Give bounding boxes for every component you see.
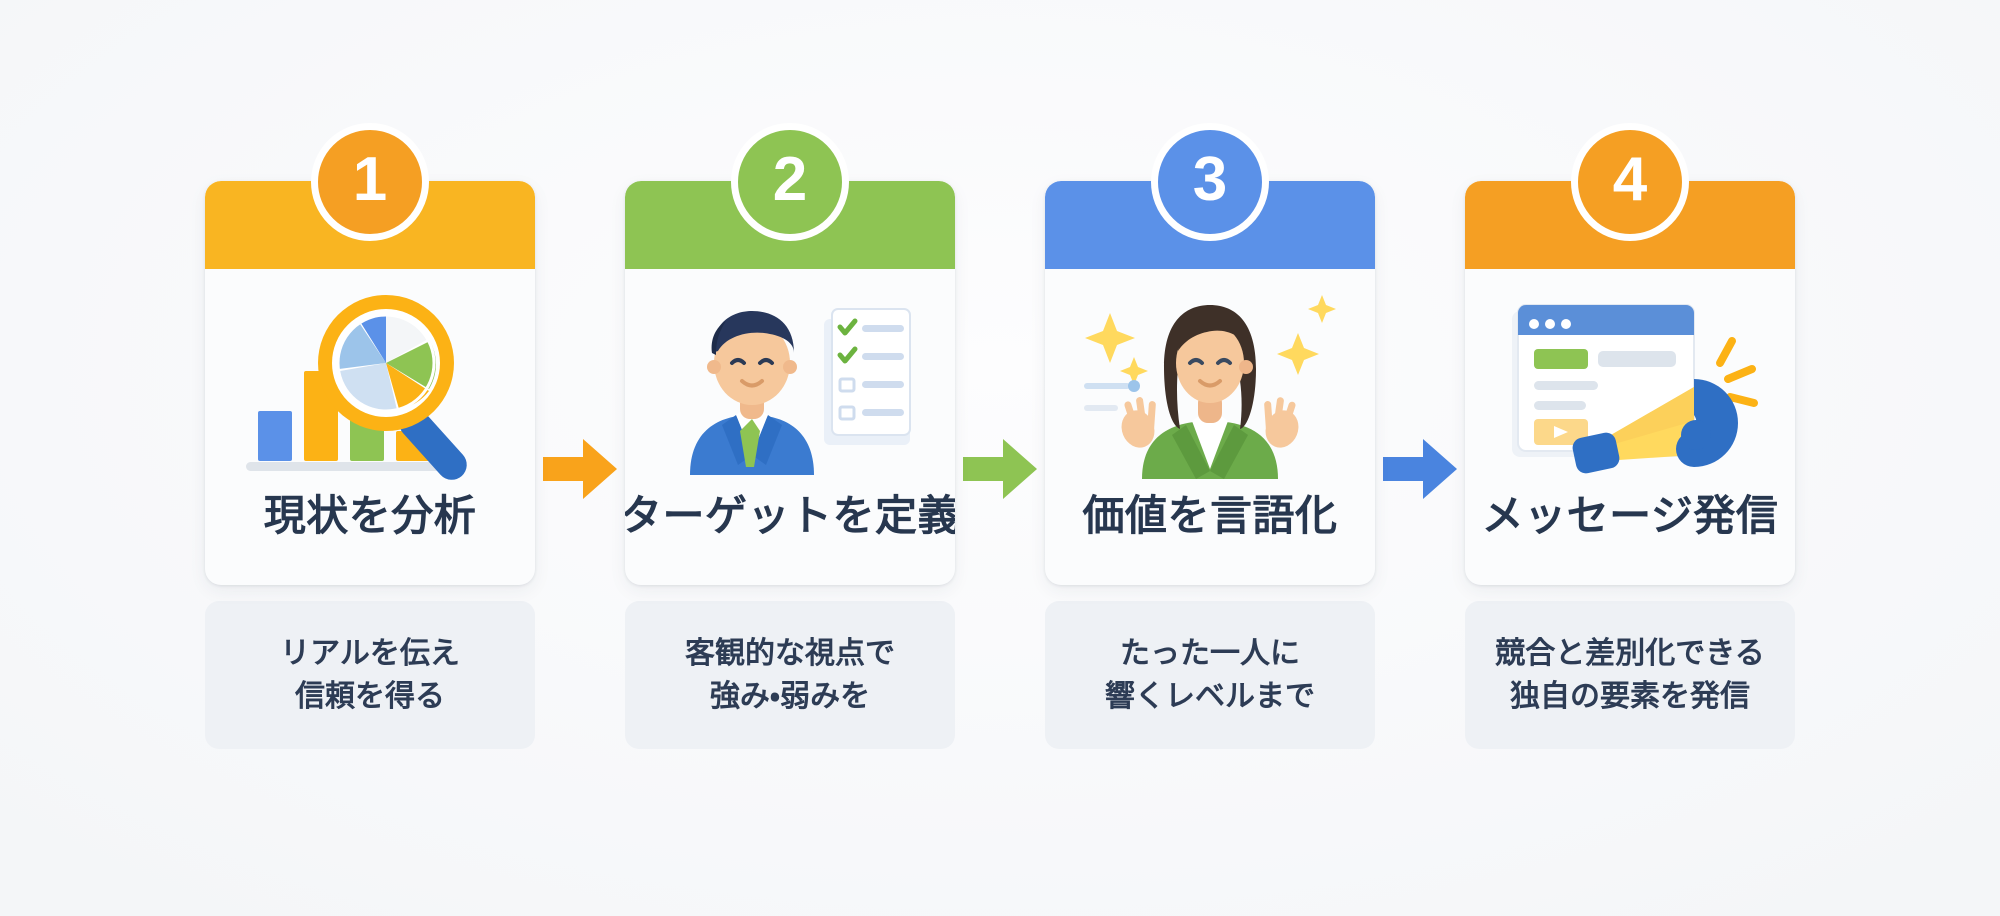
step-card-2[interactable]: ターゲットを定義 2 客観的な視点で 強み・弱みを <box>625 123 955 749</box>
arrow-right-icon-3 <box>1383 439 1457 499</box>
step-card-1[interactable]: 現状を分析 1 リアルを伝え 信頼を得る <box>205 123 535 749</box>
step-badge-2: 2 <box>731 123 849 241</box>
step-card-2-main: ターゲットを定義 <box>625 181 955 585</box>
step-card-4-subtitle-line-2: 独自の要素を発信 <box>1510 680 1750 713</box>
step-card-2-subtitle-line-2: 強み・弱みを <box>709 680 871 713</box>
step-card-4-subtitle-line-1: 競合と差別化できる <box>1495 636 1765 670</box>
step-badge-3-number: 3 <box>1192 145 1228 214</box>
step-card-1-main: 現状を分析 <box>205 181 535 585</box>
step-card-4-title: メッセージ発信 <box>1481 492 1779 539</box>
step-card-2-body: ターゲットを定義 <box>625 269 955 585</box>
arrow-right-icon-2 <box>963 439 1037 499</box>
step-card-2-title: ターゲットを定義 <box>625 492 955 539</box>
step-card-1-title: 現状を分析 <box>263 492 477 539</box>
woman-sparkles-icon <box>1076 279 1344 489</box>
step-badge-1-number: 1 <box>352 145 388 214</box>
arrow-slot-2 <box>955 181 1045 749</box>
step-card-1-subtitle-line-1: リアルを伝え <box>280 636 460 670</box>
step-card-3-main: 価値を言語化 <box>1045 181 1375 585</box>
step-card-3-subtitle-line-1: たった一人に <box>1120 636 1300 670</box>
step-card-1-subtitle-line-2: 信頼を得る <box>295 680 445 713</box>
step-card-2-subtitle: 客観的な視点で 強み・弱みを <box>625 601 955 749</box>
step-card-3-subtitle: たった一人に 響くレベルまで <box>1045 601 1375 749</box>
step-badge-4: 4 <box>1571 123 1689 241</box>
arrow-slot-3 <box>1375 181 1465 749</box>
step-flow: 現状を分析 1 リアルを伝え 信頼を得る <box>205 123 1795 749</box>
step-badge-3: 3 <box>1151 123 1269 241</box>
step-badge-1: 1 <box>311 123 429 241</box>
arrow-right-icon-1 <box>543 439 617 499</box>
businessman-checklist-icon <box>656 279 924 489</box>
step-card-4-body: メッセージ発信 <box>1465 269 1795 585</box>
step-card-3-subtitle-line-2: 響くレベルまで <box>1105 680 1315 713</box>
step-card-4-main: メッセージ発信 <box>1465 181 1795 585</box>
step-card-3[interactable]: 価値を言語化 3 たった一人に 響くレベルまで <box>1045 123 1375 749</box>
step-card-1-body: 現状を分析 <box>205 269 535 585</box>
step-card-4[interactable]: メッセージ発信 4 競合と差別化できる 独自の要素を発信 <box>1465 123 1795 749</box>
arrow-slot-1 <box>535 181 625 749</box>
step-badge-2-number: 2 <box>772 145 808 214</box>
step-card-3-title: 価値を言語化 <box>1082 492 1338 539</box>
step-badge-4-number: 4 <box>1612 145 1648 214</box>
step-card-2-subtitle-line-1: 客観的な視点で <box>685 636 895 670</box>
step-card-1-subtitle: リアルを伝え 信頼を得る <box>205 601 535 749</box>
step-card-3-body: 価値を言語化 <box>1045 269 1375 585</box>
magnifier-pie-chart-icon <box>236 279 504 489</box>
browser-megaphone-icon <box>1496 279 1764 489</box>
step-card-4-subtitle: 競合と差別化できる 独自の要素を発信 <box>1465 601 1795 749</box>
